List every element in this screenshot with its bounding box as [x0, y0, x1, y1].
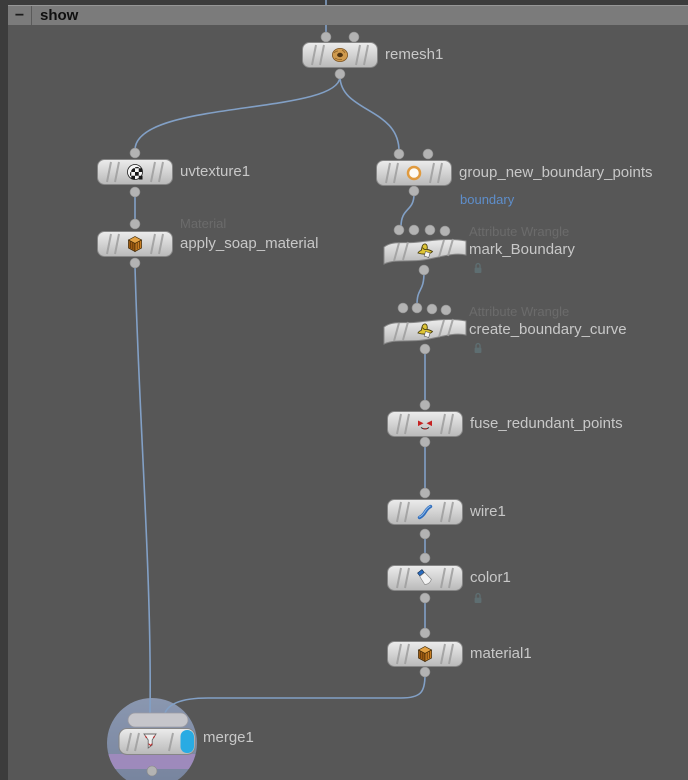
node-label: remesh1: [385, 46, 444, 63]
network-box-header: − show: [8, 5, 688, 25]
connector-dot[interactable]: [419, 487, 431, 499]
connector-dot[interactable]: [129, 218, 141, 230]
crate-icon: [97, 231, 173, 257]
connector-dot[interactable]: [393, 148, 405, 160]
wire[interactable]: [134, 76, 341, 151]
connector-dot[interactable]: [424, 224, 436, 236]
node-label: wire1: [470, 503, 506, 520]
connector-dot[interactable]: [440, 304, 452, 316]
wire[interactable]: [134, 265, 151, 715]
node-uvtexture1[interactable]: uvtexture1: [97, 159, 250, 185]
connector-dot[interactable]: [419, 528, 431, 540]
merge-funnel-icon: [143, 733, 157, 749]
crate-icon: [387, 641, 463, 667]
node-label: material1: [470, 645, 532, 662]
node-label: merge1: [203, 729, 254, 746]
connector-dot[interactable]: [419, 436, 431, 448]
connector-dot[interactable]: [397, 302, 409, 314]
connector-dot[interactable]: [129, 147, 141, 159]
node-type-label: Attribute Wrangle: [469, 224, 570, 239]
node-label: create_boundary_curve: [469, 321, 627, 338]
wire-stroke-icon: [387, 499, 463, 525]
node-merge1[interactable]: merge1: [107, 697, 317, 780]
fuse-arrows-icon: [387, 411, 463, 437]
node-fuse-redundant-points[interactable]: fuse_redundant_points: [387, 411, 623, 437]
torus-icon: [302, 42, 378, 68]
node-color1[interactable]: color1: [387, 565, 511, 603]
node-group-new-boundary-points[interactable]: group_new_boundary_points boundary: [376, 160, 652, 207]
checker-sphere-icon: [97, 159, 173, 185]
connector-dot[interactable]: [419, 666, 431, 678]
node-label: apply_soap_material: [180, 235, 319, 252]
paint-tube-icon: [387, 565, 463, 591]
node-label: fuse_redundant_points: [470, 415, 623, 432]
network-canvas[interactable]: [8, 25, 688, 780]
connector-dot[interactable]: [146, 765, 158, 777]
node-label: uvtexture1: [180, 163, 251, 180]
wire[interactable]: [163, 674, 426, 718]
connector-dot[interactable]: [408, 185, 420, 197]
node-mark-boundary[interactable]: Attribute Wrangle mark_Boundary: [383, 224, 575, 273]
connector-dot[interactable]: [129, 186, 141, 198]
node-apply-soap-material[interactable]: Material apply_soap_material: [97, 216, 318, 257]
connector-dot[interactable]: [320, 31, 332, 43]
wire[interactable]: [339, 76, 400, 152]
connector-dot[interactable]: [419, 343, 431, 355]
connector-dot[interactable]: [348, 31, 360, 43]
connector-dot[interactable]: [426, 303, 438, 315]
node-create-boundary-curve[interactable]: Attribute Wrangle create_boundary_curve: [383, 304, 627, 353]
orange-ring-icon: [376, 160, 452, 186]
display-flag[interactable]: [180, 730, 195, 753]
connector-dot[interactable]: [419, 399, 431, 411]
connector-dot[interactable]: [419, 627, 431, 639]
network-box-title: show: [40, 7, 79, 24]
node-label: color1: [470, 569, 511, 586]
wrangler-hat-icon: [383, 316, 467, 346]
node-type-label: Material: [180, 216, 227, 231]
lock-icon: [473, 592, 483, 604]
collapse-button[interactable]: −: [8, 6, 32, 25]
node-material1[interactable]: material1: [387, 641, 532, 667]
node-wire1[interactable]: wire1: [387, 499, 506, 525]
connector-dot[interactable]: [418, 264, 430, 276]
connector-dot[interactable]: [422, 148, 434, 160]
node-label: group_new_boundary_points: [459, 164, 653, 181]
connector-dot[interactable]: [408, 224, 420, 236]
node-remesh1[interactable]: remesh1: [302, 42, 443, 68]
output-group-tag: boundary: [460, 192, 515, 207]
node-label: mark_Boundary: [469, 241, 575, 258]
lock-icon: [473, 342, 483, 354]
connector-dot[interactable]: [129, 257, 141, 269]
wrangler-hat-icon: [383, 236, 467, 266]
wire[interactable]: [416, 271, 425, 306]
node-type-label: Attribute Wrangle: [469, 304, 570, 319]
lock-icon: [473, 262, 483, 274]
merge1-body: [118, 712, 196, 777]
connector-dot[interactable]: [411, 302, 423, 314]
connector-dot[interactable]: [419, 592, 431, 604]
wire[interactable]: [400, 193, 415, 228]
connector-dot[interactable]: [334, 68, 346, 80]
connector-dot[interactable]: [419, 552, 431, 564]
merge-halo-band: [107, 754, 197, 769]
connector-dot[interactable]: [439, 225, 451, 237]
connector-dot[interactable]: [393, 224, 405, 236]
